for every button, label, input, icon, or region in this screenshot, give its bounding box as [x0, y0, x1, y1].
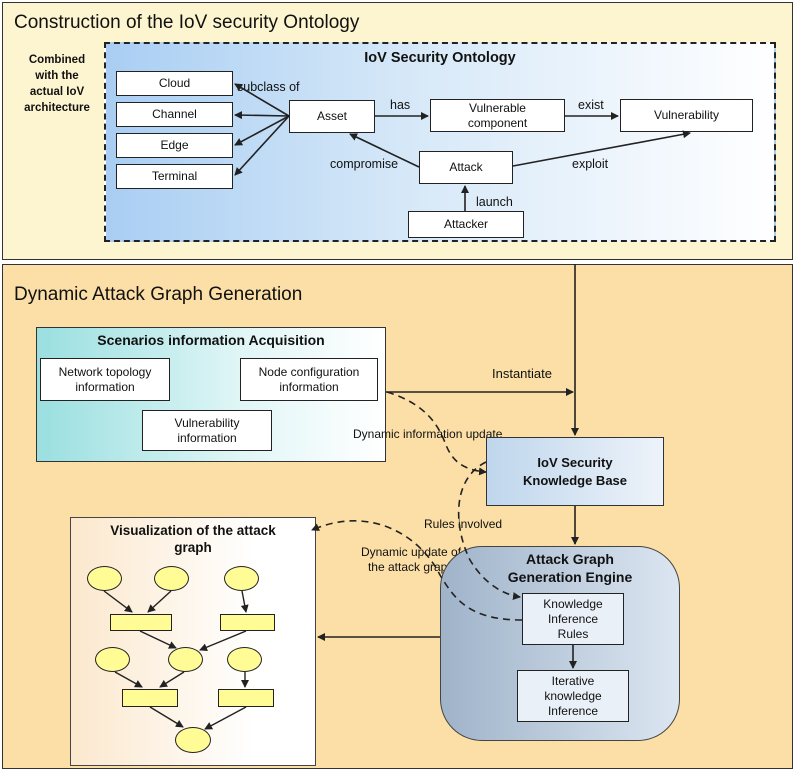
vulnerable-component-node: Vulnerable component — [430, 99, 565, 132]
node-line: component — [467, 115, 528, 130]
attack-graph-generation-title: Dynamic Attack Graph Generation — [14, 284, 303, 305]
graph-node-ellipse — [95, 647, 130, 672]
rules-involved-label: Rules involved — [424, 517, 503, 531]
node-line: Network topology — [58, 364, 152, 379]
launch-label: launch — [476, 195, 513, 209]
title-line: Attack Graph — [526, 551, 614, 567]
node-line: Inference — [547, 611, 599, 626]
attacker-node: Attacker — [408, 211, 524, 238]
knowledge-base-node: IoV Security Knowledge Base — [486, 437, 664, 506]
node-line: Rules — [557, 626, 589, 641]
channel-node: Channel — [116, 102, 233, 127]
graph-node-ellipse — [154, 566, 189, 591]
ontology-construction-title: Construction of the IoV security Ontolog… — [14, 12, 360, 33]
iterative-inference-node: Iterative knowledge Inference — [517, 670, 629, 722]
title-line: Generation Engine — [507, 569, 633, 585]
graph-node-ellipse — [175, 727, 211, 753]
node-line: information — [177, 430, 237, 445]
knowledge-inference-rules-node: Knowledge Inference Rules — [522, 593, 624, 645]
dynamic-update-graph-arrow — [311, 520, 523, 621]
network-topology-node: Network topology information — [40, 358, 170, 401]
node-line: Inference — [547, 703, 599, 718]
vulnerability-information-node: Vulnerability information — [142, 410, 272, 451]
instantiate-label: Instantiate — [492, 366, 552, 381]
subclass-of-label: subclass of — [237, 80, 300, 94]
subclass-arrow-cloud — [234, 83, 290, 117]
graph-node-rect — [110, 614, 172, 631]
graph-node-rect — [220, 614, 275, 631]
visualization-box — [70, 517, 316, 766]
exist-label: exist — [578, 98, 604, 112]
node-line: Node configuration — [258, 364, 360, 379]
graph-node-ellipse — [87, 566, 122, 591]
node-line: Vulnerability — [174, 415, 240, 430]
title-line: graph — [174, 540, 212, 555]
attack-node: Attack — [419, 151, 513, 184]
note-line: actual IoV — [29, 86, 85, 98]
ontology-title: IoV Security Ontology — [364, 50, 516, 66]
architecture-note: Combined with the actual IoV architectur… — [14, 52, 100, 116]
visualization-title: Visualization of the attack graph — [70, 522, 316, 556]
rules-involved-arrow — [457, 461, 521, 601]
node-line: information — [75, 379, 135, 394]
terminal-node: Terminal — [116, 164, 233, 189]
exploit-label: exploit — [572, 157, 609, 171]
graph-node-ellipse — [224, 566, 259, 591]
title-line: Visualization of the attack — [110, 523, 276, 538]
cloud-node: Cloud — [116, 71, 233, 96]
note-line: Combined — [28, 54, 86, 66]
edge-node: Edge — [116, 133, 233, 158]
note-line: with the — [35, 70, 79, 82]
node-configuration-node: Node configuration information — [240, 358, 378, 401]
node-line: IoV Security — [537, 454, 613, 470]
engine-title: Attack Graph Generation Engine — [470, 550, 670, 586]
node-line: information — [279, 379, 339, 394]
dynamic-info-update-arrow — [386, 391, 487, 476]
node-line: Knowledge — [543, 596, 603, 611]
note-line: architecture — [24, 102, 90, 114]
dynamic-information-update-label: Dynamic information update — [353, 427, 503, 441]
scenarios-title: Scenarios information Acquisition — [97, 332, 325, 348]
node-line: Iterative — [551, 673, 595, 688]
graph-node-ellipse — [227, 647, 262, 672]
graph-node-ellipse — [168, 647, 203, 672]
node-line: Knowledge Base — [522, 472, 628, 488]
has-label: has — [390, 98, 411, 112]
subclass-arrow-edge — [234, 115, 290, 146]
compromise-label: compromise — [330, 157, 399, 171]
graph-node-rect — [218, 689, 274, 707]
subclass-arrow-terminal — [234, 115, 290, 176]
graph-node-rect — [122, 689, 178, 707]
node-line: Vulnerable — [469, 100, 526, 115]
subclass-arrow-channel — [234, 111, 290, 120]
exploit-arrow — [512, 130, 691, 167]
node-line: knowledge — [544, 688, 602, 703]
compromise-arrow — [349, 133, 420, 168]
label-line: Dynamic update of — [360, 545, 462, 559]
